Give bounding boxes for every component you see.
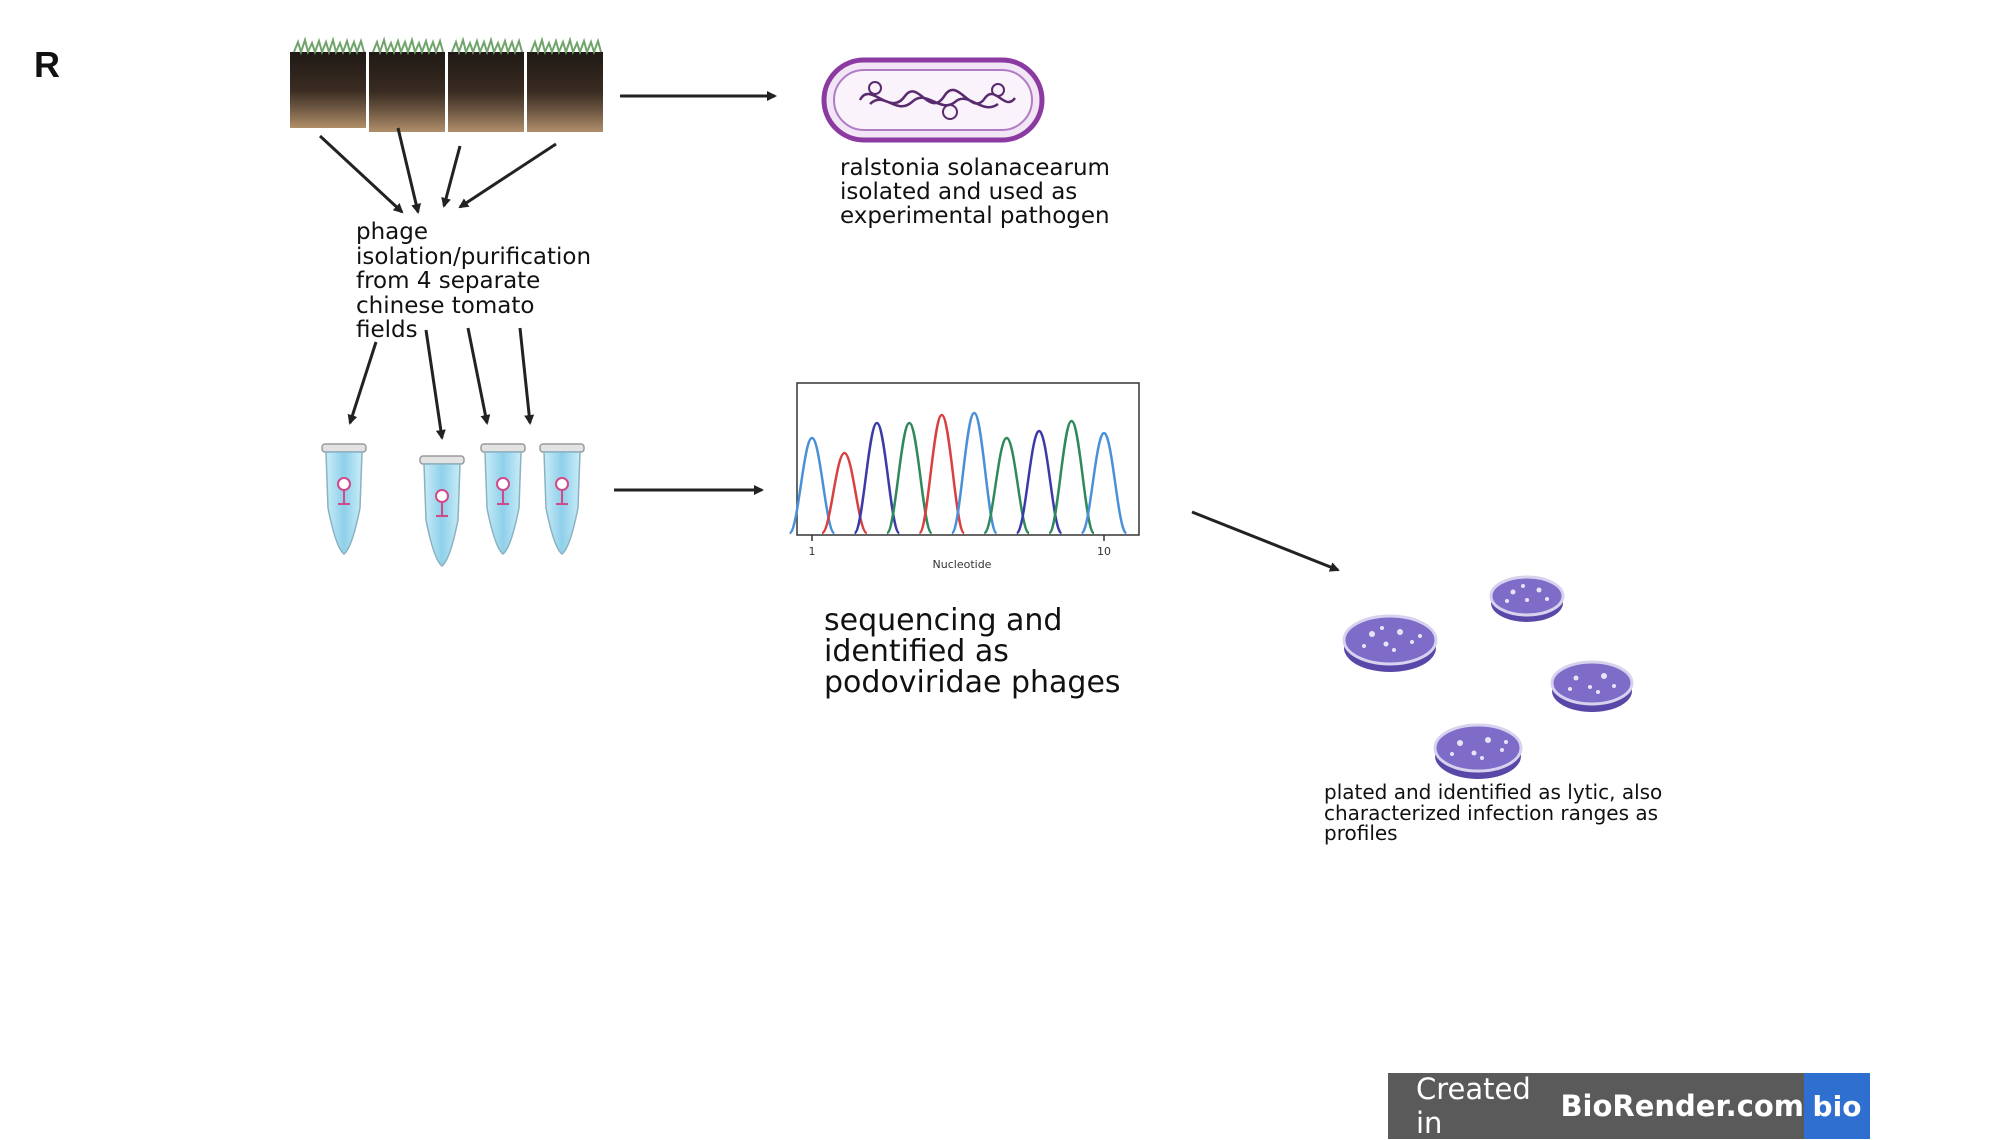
badge-brand: BioRender.com: [1560, 1089, 1804, 1123]
chromatogram-peak: [983, 436, 1031, 535]
tick-label-start: 1: [809, 545, 816, 558]
petri-dish-icon: [1433, 723, 1523, 779]
petri-dish-icon: [1489, 575, 1565, 622]
bacterium-icon: [821, 57, 1045, 143]
chromatogram-peak: [918, 413, 966, 535]
chromatogram-peak: [885, 421, 933, 535]
soil-icon: [290, 36, 366, 128]
tube-icon: [321, 443, 367, 555]
sequencing-caption: sequencing and identified as podoviridae…: [824, 603, 1121, 700]
chromatogram-peak: [853, 421, 901, 535]
petri-dish-icon: [1342, 614, 1438, 672]
chromatogram-peak: [788, 436, 836, 535]
tube-icon: [419, 455, 465, 567]
tick-label-end: 10: [1097, 545, 1111, 558]
phage-isolation-caption: phage isolation/purification from 4 sepa…: [356, 219, 592, 343]
phage-icon: [435, 489, 449, 517]
phage-icon: [337, 477, 351, 505]
tube-icon: [539, 443, 585, 555]
tube-icon: [480, 443, 526, 555]
chromatogram-icon: 1 10 Nucleotide: [788, 382, 1140, 571]
soil-icon: [369, 36, 445, 132]
soil-icon: [527, 36, 603, 132]
plating-caption: plated and identified as lytic, also cha…: [1324, 780, 1663, 845]
biorender-logo-icon: bio: [1804, 1073, 1870, 1139]
sample-tubes: [321, 443, 585, 567]
soil-icon: [448, 36, 524, 132]
petri-dish-icon: [1550, 660, 1634, 712]
soil-samples: [290, 36, 603, 132]
phage-icon: [496, 477, 510, 505]
chromatogram-peak: [1047, 419, 1096, 535]
petri-dishes: [1342, 575, 1634, 779]
chromatogram-peak: [950, 411, 998, 535]
chromatogram-peaks: [788, 411, 1128, 535]
x-axis-label: Nucleotide: [933, 558, 992, 571]
arrows: [318, 91, 1340, 572]
phage-icon: [555, 477, 569, 505]
pathogen-caption: ralstonia solanacearum isolated and used…: [840, 155, 1110, 229]
panel-letter: R: [34, 44, 60, 85]
chromatogram-peak: [1080, 431, 1128, 535]
badge-text: Created in BioRender.com: [1388, 1072, 1804, 1140]
badge-prefix: Created in: [1416, 1072, 1531, 1140]
biorender-badge[interactable]: Created in BioRender.com bio: [1388, 1072, 1870, 1140]
